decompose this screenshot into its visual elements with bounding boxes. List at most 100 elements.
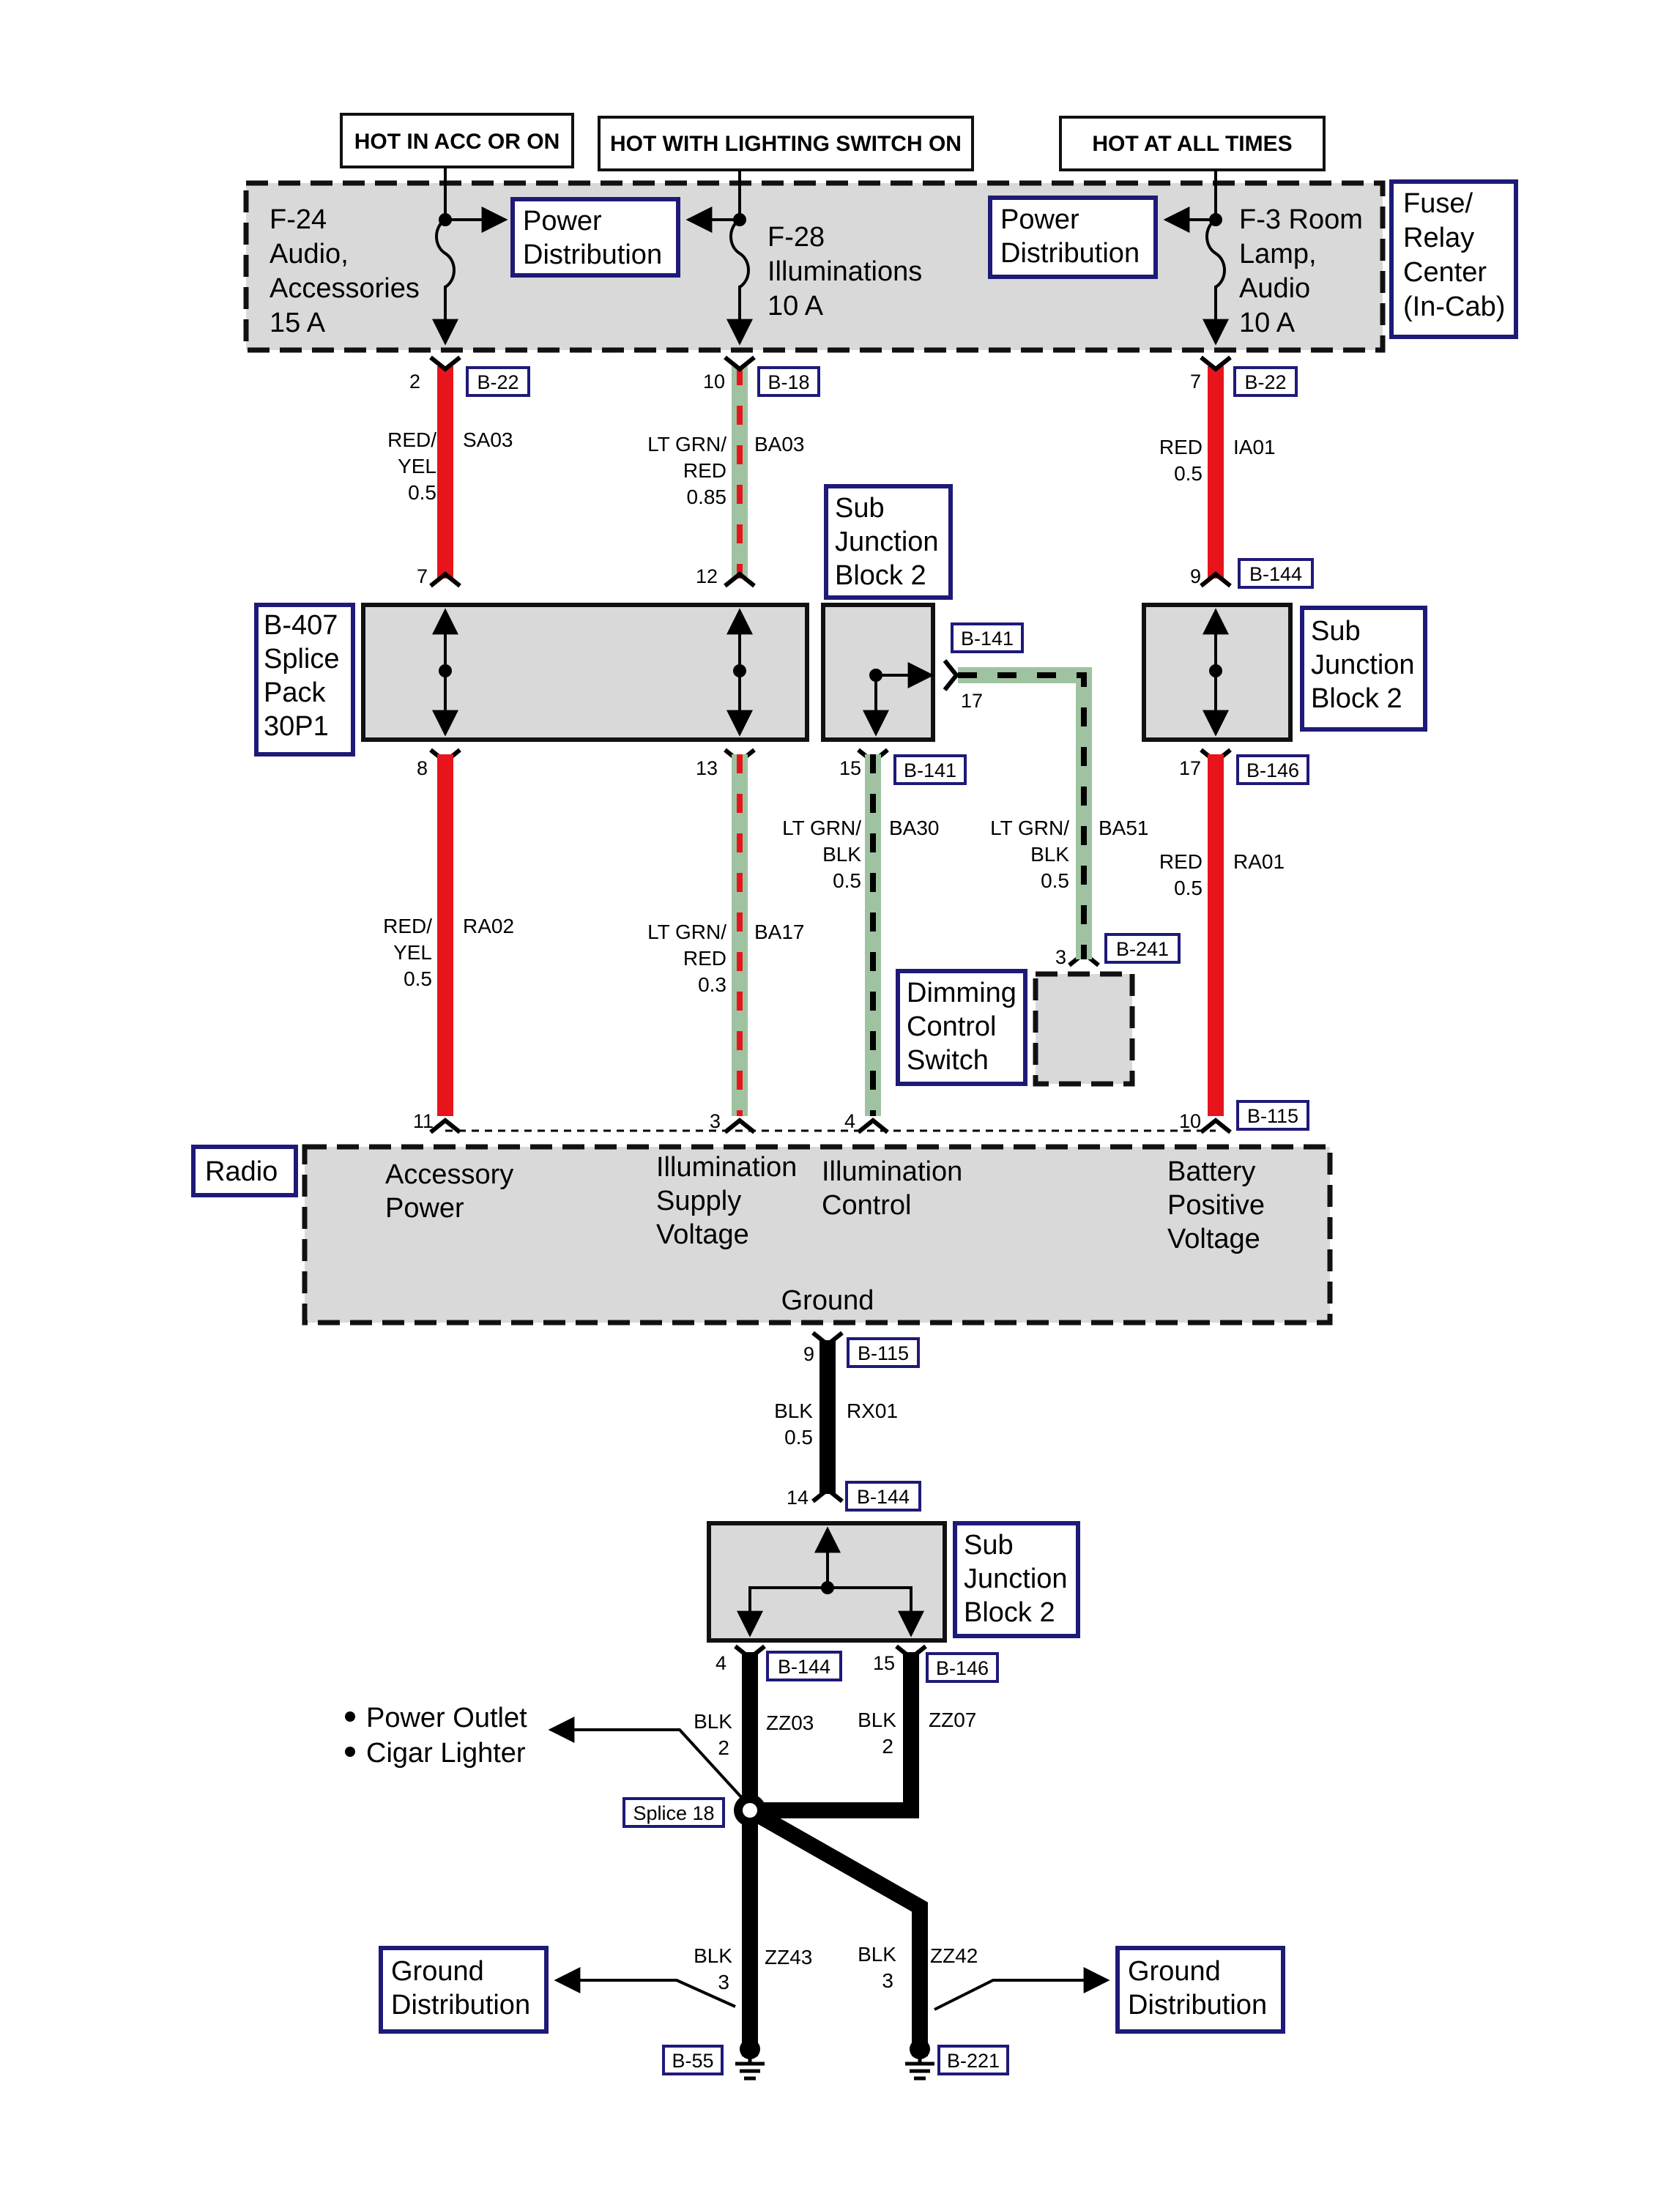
svg-text:Ground: Ground [391,1956,484,1987]
svg-text:Distribution: Distribution [1128,1990,1267,2021]
connector-b141-a: B-141 [951,622,1024,653]
svg-text:Radio: Radio [205,1156,278,1187]
svg-text:Fuse/: Fuse/ [1403,188,1473,219]
hot-label-always: HOT AT ALL TIMES [1059,116,1326,171]
connector-b221: B-221 [937,2045,1009,2075]
svg-text:2: 2 [882,1735,893,1758]
svg-text:12: 12 [696,565,718,587]
connector-b146-b: B-146 [926,1652,999,1683]
power-outlet-arrow [548,1717,744,1800]
svg-text:4: 4 [844,1110,855,1132]
svg-text:B-22: B-22 [1244,371,1286,393]
svg-text:BLK: BLK [822,843,861,866]
connector-b144-c: B-144 [766,1651,842,1681]
svg-text:14: 14 [787,1487,809,1509]
radio-accessory-power: Accessory Power [385,1159,513,1224]
svg-text:2: 2 [718,1736,729,1759]
svg-text:B-18: B-18 [767,371,809,393]
connector-b144-b: B-144 [845,1481,921,1512]
splice-18-node-center [743,1803,757,1818]
connector-b146-a: B-146 [1236,754,1309,785]
svg-text:ZZ03: ZZ03 [766,1711,814,1734]
ground-distribution-left: Ground Distribution [379,1946,549,2034]
svg-text:BA30: BA30 [889,817,940,839]
radio-ground: Ground [781,1285,874,1316]
svg-text:IA01: IA01 [1233,436,1276,458]
bullet-icon [345,1747,355,1757]
svg-text:ZZ07: ZZ07 [929,1709,976,1731]
svg-text:0.3: 0.3 [698,973,726,996]
svg-text:Supply: Supply [656,1186,741,1216]
wire-label-zz42: BLK 3 ZZ42 [858,1943,978,1992]
svg-text:Battery: Battery [1167,1156,1255,1187]
svg-text:F-3 Room: F-3 Room [1239,204,1363,235]
ground-distribution-left-arrow [554,1967,736,2008]
svg-text:0.5: 0.5 [404,967,432,990]
splice-pack-internals [432,608,753,737]
svg-text:Center: Center [1403,257,1487,288]
ground-distribution-right: Ground Distribution [1115,1946,1285,2034]
svg-text:10 A: 10 A [1239,308,1296,338]
svg-text:RA02: RA02 [463,915,514,937]
svg-text:11: 11 [413,1110,434,1132]
svg-text:Pack: Pack [264,677,326,708]
sub-jb-b-internals [1203,608,1229,737]
wire-label-ba17: LT GRN/ RED 0.3 BA17 [647,921,804,996]
svg-text:Distribution: Distribution [1000,238,1140,269]
connector-b141-b: B-141 [893,754,967,785]
wire-label-ra01: RED 0.5 RA01 [1159,850,1285,899]
wire-ba51 [958,667,1092,959]
power-distribution-box-1: Power Distribution [510,197,680,278]
svg-text:LT GRN/: LT GRN/ [647,921,726,943]
bullet-icon [345,1711,355,1722]
svg-text:RX01: RX01 [847,1399,898,1422]
svg-text:Sub: Sub [964,1530,1014,1561]
svg-text:Lamp,: Lamp, [1239,239,1317,269]
svg-text:Distribution: Distribution [391,1990,530,2021]
wire-label-ba30: LT GRN/ BLK 0.5 BA30 [782,817,939,892]
svg-text:Junction: Junction [1311,650,1415,680]
connector-b22-a: B-22 [466,366,530,397]
connector-b241: B-241 [1104,933,1181,964]
svg-text:10: 10 [703,371,725,393]
radio-illumination-control: Illumination Control [822,1156,962,1221]
svg-text:2: 2 [409,371,420,393]
svg-text:8: 8 [417,757,428,779]
sub-junction-block-b-label: Sub Junction Block 2 [1300,606,1427,732]
svg-text:RED: RED [683,459,726,482]
svg-text:BA03: BA03 [754,433,805,456]
connector-b55: B-55 [662,2045,724,2075]
radio-box [302,1144,1333,1326]
svg-text:Power: Power [1000,204,1079,235]
svg-text:B-144: B-144 [778,1656,830,1678]
svg-text:Illumination: Illumination [656,1152,797,1183]
svg-text:Junction: Junction [835,527,939,557]
svg-text:BLK: BLK [694,1710,732,1733]
fuse-f28-label: F-28 Illuminations 10 A [767,222,922,321]
svg-text:B-144: B-144 [857,1486,910,1508]
svg-text:Switch: Switch [907,1045,989,1076]
svg-text:9: 9 [803,1343,814,1365]
svg-text:HOT AT ALL TIMES: HOT AT ALL TIMES [1092,132,1292,156]
svg-text:Splice: Splice [264,644,340,674]
connector-b144-a: B-144 [1238,558,1314,589]
svg-text:RED: RED [1159,850,1203,873]
wire-label-zz07: BLK 2 ZZ07 [858,1709,976,1758]
wire-zz42 [746,1803,928,2056]
svg-text:Accessory: Accessory [385,1159,513,1190]
svg-text:Audio: Audio [1239,273,1310,304]
svg-text:B-146: B-146 [936,1657,989,1679]
svg-text:LT GRN/: LT GRN/ [647,433,726,456]
svg-text:17: 17 [1179,757,1201,779]
svg-text:Block 2: Block 2 [835,560,926,591]
wire-label-sa03: RED/ YEL 0.5 SA03 [387,428,513,504]
svg-text:3: 3 [882,1969,893,1992]
svg-text:Ground: Ground [1128,1956,1221,1987]
svg-text:0.85: 0.85 [687,486,727,508]
svg-text:RED/: RED/ [387,428,436,451]
svg-text:3: 3 [1055,946,1066,968]
svg-text:Voltage: Voltage [1167,1224,1260,1254]
sub-junction-block-a-label: Sub Junction Block 2 [824,484,953,600]
wire-label-ba03: LT GRN/ RED 0.85 BA03 [647,433,804,508]
sub-jb-c-internals [737,1526,924,1637]
